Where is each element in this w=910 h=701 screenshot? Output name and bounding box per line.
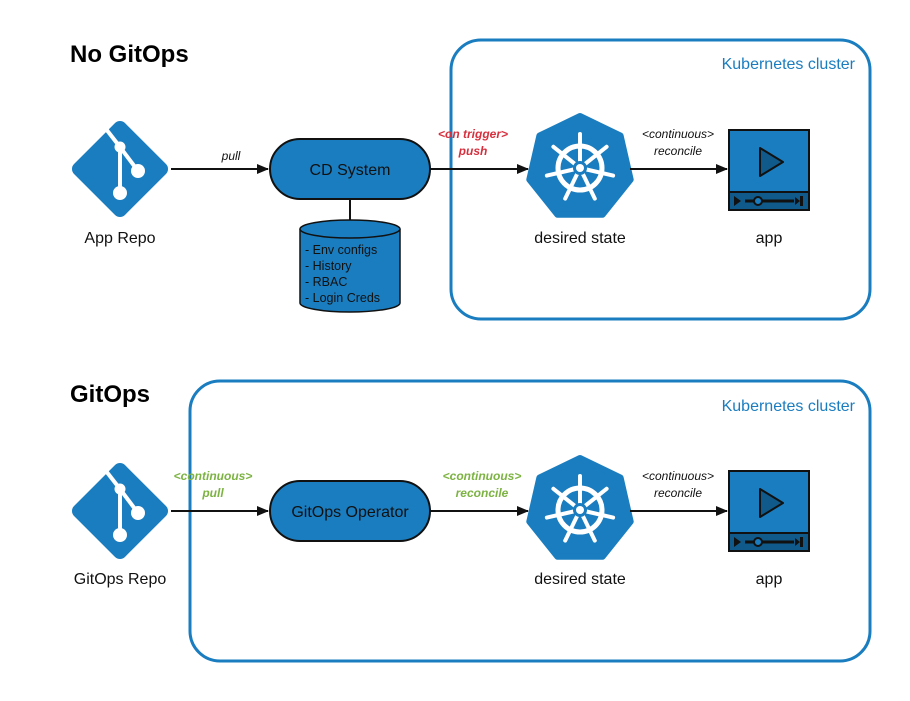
edge-label-reconcile: reconcile [456, 486, 509, 500]
kubernetes-helm-icon [529, 458, 630, 557]
video-player-icon [727, 128, 811, 212]
app-label: app [756, 230, 783, 247]
app-label: app [756, 571, 783, 588]
section-title-gitops: GitOps [70, 381, 150, 408]
kubernetes-helm-icon [529, 116, 630, 215]
database-icon [299, 219, 401, 313]
edge-label-continuous: <continuous> [443, 469, 522, 483]
desired-state-label: desired state [534, 230, 626, 247]
desired-state-label: desired state [534, 571, 626, 588]
kubernetes-cluster-boundary [449, 38, 872, 321]
edge-label-continuous: <continuous> [642, 127, 714, 141]
section-title-no-gitops: No GitOps [70, 41, 189, 68]
app-repo-label: App Repo [84, 230, 155, 247]
video-player-icon [727, 469, 811, 553]
db-item: - RBAC [305, 275, 347, 289]
git-icon [67, 116, 173, 222]
db-item: - History [305, 259, 352, 273]
edge-label-push: push [458, 144, 488, 158]
cluster-label: Kubernetes cluster [722, 398, 856, 415]
kubernetes-cluster-boundary [188, 379, 872, 663]
db-item: - Login Creds [305, 291, 380, 305]
cluster-label: Kubernetes cluster [722, 56, 856, 73]
gitops-operator-label: GitOps Operator [291, 504, 409, 521]
edge-label-on-trigger: <on trigger> [438, 127, 508, 141]
edge-label-reconcile: reconcile [654, 144, 702, 158]
edge-label-continuous: <continuous> [642, 469, 714, 483]
edge-label-continuous: <continuous> [174, 469, 253, 483]
git-icon [67, 458, 173, 564]
edge-label-pull: pull [221, 149, 241, 163]
edge-label-pull: pull [201, 486, 224, 500]
gitops-repo-label: GitOps Repo [74, 571, 167, 588]
db-item: - Env configs [305, 243, 377, 257]
edge-label-reconcile: reconcile [654, 486, 702, 500]
cd-system-label: CD System [310, 162, 391, 179]
